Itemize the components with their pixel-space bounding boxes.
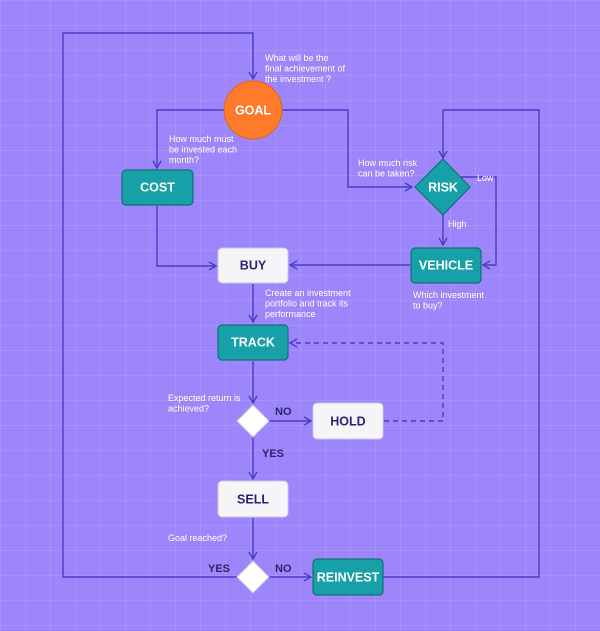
risk-node: RISK xyxy=(414,158,471,216)
goal-no-label: NO xyxy=(275,563,292,575)
goal-node: GOAL xyxy=(223,80,283,140)
track-note-line: Create an investment xyxy=(265,288,351,298)
connector-goal-reached-yes-to-goal xyxy=(62,32,258,578)
connector-reinvest-to-risk xyxy=(383,109,540,578)
return-decision-diamond xyxy=(236,404,270,438)
cost-node: COST xyxy=(121,169,194,206)
buy-node: BUY xyxy=(217,247,289,284)
goal-reached-question-note-line: Goal reached? xyxy=(168,533,227,543)
goal-question-note-line: the investment ? xyxy=(265,74,331,84)
hold-node: HOLD xyxy=(312,402,384,440)
risk-question-note-line: can be taken? xyxy=(358,169,415,179)
track-node: TRACK xyxy=(217,324,289,361)
goal-node-label: GOAL xyxy=(235,104,271,118)
return-yes-label: YES xyxy=(262,448,284,460)
track-node-label: TRACK xyxy=(231,336,275,350)
cost-question-note-line: month? xyxy=(169,155,199,165)
connectors xyxy=(62,32,540,582)
sell-node-label: SELL xyxy=(237,493,269,507)
risk-low-label: Low xyxy=(477,173,494,183)
return-question-note-line: Expected return is xyxy=(168,393,241,403)
vehicle-node-label: VEHICLE xyxy=(419,259,473,273)
goal-question-note-line: final achievement of xyxy=(265,64,346,74)
risk-node-label: RISK xyxy=(428,181,458,195)
connector-goal-to-cost xyxy=(152,109,224,170)
goal-reached-decision-diamond xyxy=(236,560,270,594)
risk-question-note-line: How much risk xyxy=(358,158,418,168)
vehicle-question-note-line: Which investment xyxy=(413,290,485,300)
risk-high-label: High xyxy=(448,219,467,229)
goal-yes-label: YES xyxy=(208,563,230,575)
hold-node-label: HOLD xyxy=(330,415,365,429)
vehicle-node: VEHICLE xyxy=(410,247,482,284)
cost-node-label: COST xyxy=(140,181,175,195)
connector-hold-to-track-dashed xyxy=(288,338,444,422)
sell-node: SELL xyxy=(217,480,289,518)
track-note-line: performance xyxy=(265,309,316,319)
reinvest-node: REINVEST xyxy=(312,558,384,596)
cost-question-note-line: be invested each xyxy=(169,145,237,155)
connector-cost-to-buy xyxy=(156,206,218,271)
goal-question-note-line: What will be the xyxy=(265,53,329,63)
vehicle-question-note-line: to buy? xyxy=(413,301,443,311)
buy-node-label: BUY xyxy=(240,259,267,273)
goal-reached-question-note: Goal reached? xyxy=(168,533,227,543)
return-no-label: NO xyxy=(275,406,292,418)
connector-risk-to-vehicle-low xyxy=(461,176,497,270)
track-note-line: portfolio and track its xyxy=(265,299,349,309)
cost-question-note-line: How much must xyxy=(169,134,234,144)
return-question-note-line: achieved? xyxy=(168,404,209,414)
reinvest-node-label: REINVEST xyxy=(317,571,380,585)
connector-goal-to-risk xyxy=(282,109,414,192)
